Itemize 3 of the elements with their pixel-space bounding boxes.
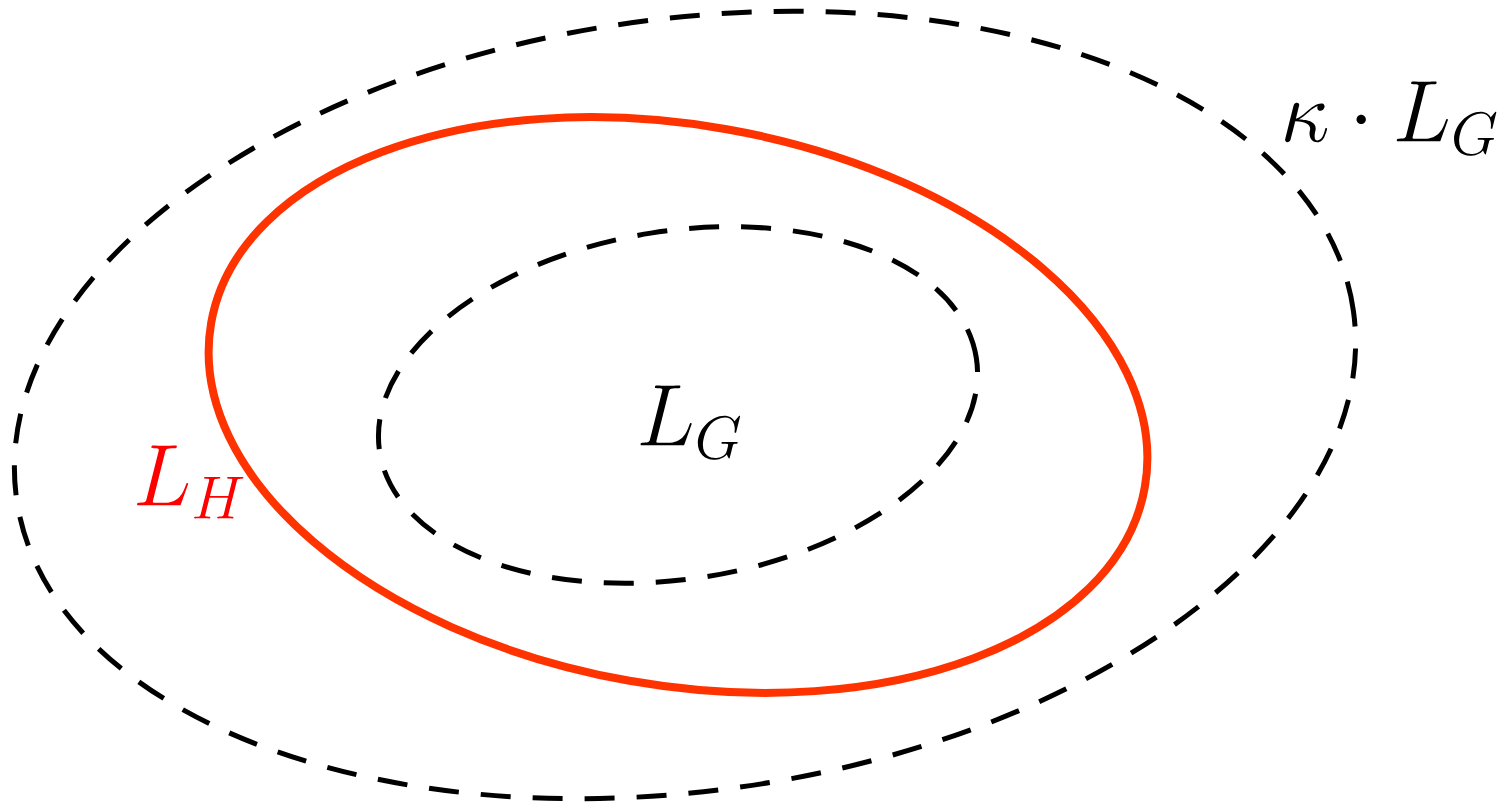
ellipse-label: $\kappa \cdot L_G$ xyxy=(1285,81,1497,156)
ellipse-label: $L_H$ xyxy=(137,445,244,519)
ellipse-label: $L_G$ xyxy=(640,385,741,460)
